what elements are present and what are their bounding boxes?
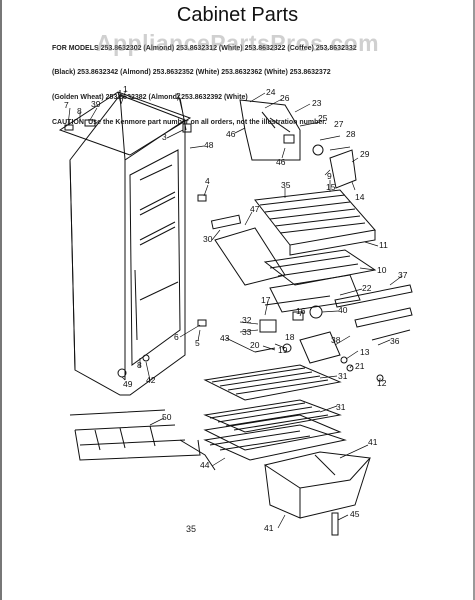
callout: 5 [195,338,200,348]
small-hardware [254,305,384,382]
callout: 41 [264,523,274,533]
callout: 22 [362,283,372,293]
callout: 47 [250,204,260,214]
callout: 21 [355,361,365,371]
callout: 6 [174,332,179,342]
shelf-glass-upper [203,364,342,401]
callout: 19 [278,345,288,355]
control-housing [239,99,357,189]
model-line: (Black) 253.8632342 (Almond) 253.8632352… [52,69,331,77]
callout: 27 [334,119,344,129]
callout: 26 [280,93,290,103]
callout: 42 [146,375,156,385]
callout: 25 [318,113,328,123]
callout: 31 [338,371,348,381]
side-rails [334,284,413,341]
callout: 33 [242,327,252,337]
shelf-assembly-upper [210,189,376,286]
callout: 46 [276,157,286,167]
callout: 32 [242,315,252,325]
callout-labels: 7 8 39 1 2 3 48 24 26 23 46 25 27 28 46 … [64,84,408,533]
callout: 2 [176,91,181,101]
page-number: 35 [186,524,197,534]
callout: 3 [162,132,167,142]
callout: 38 [331,335,341,345]
callout: 9 [327,171,332,181]
callout: 50 [162,412,172,422]
callout: 23 [312,98,322,108]
callout: 24 [266,87,276,97]
callout: 29 [360,149,370,159]
callout: 46 [226,129,236,139]
callout: 40 [338,305,348,315]
callout: 13 [360,347,370,357]
callout: 43 [220,333,230,343]
model-line: FOR MODELS 253.8632302 (Almond) 253.8632… [52,44,357,52]
top-hardware [64,91,192,133]
callout: 48 [204,140,214,150]
callout: 36 [390,336,400,346]
shelf-glass-lower [203,399,347,461]
callout: 37 [398,270,408,280]
callout: 41 [368,437,378,447]
callout: 4 [205,176,210,186]
crisper-drawers [263,451,372,519]
callout: 39 [91,99,101,109]
callout: 45 [350,509,360,519]
callout: 17 [261,295,271,305]
callout: 12 [377,378,387,388]
leveler-leg [117,194,339,536]
scan-edge-left [0,0,2,600]
callout: 11 [379,240,388,250]
cabinet-shell [58,90,192,396]
callout: 18 [285,332,295,342]
callout: 44 [200,460,210,470]
callout: 31 [336,402,346,412]
scan-edge-right [473,0,475,600]
page-title: Cabinet Parts [176,4,299,26]
callout: 20 [250,340,260,350]
callout: 8 [77,106,82,116]
watermark: AppliancePartsPros.com [95,30,380,56]
callout: 28 [346,129,356,139]
callout: 49 [123,379,133,389]
callout: 16 [296,306,306,316]
callout: 7 [64,100,69,110]
callout: 15 [326,182,336,192]
caution-line: CAUTION: Use the Kenmore part number on … [52,119,327,127]
callout: 1 [123,84,128,94]
callout: 14 [355,192,365,202]
callout: 8 [137,360,142,370]
callout: 30 [203,234,213,244]
wire-harness [69,409,216,471]
callout: 10 [377,265,387,275]
model-header: FOR MODELS 253.8632302 (Almond) 253.8632… [52,28,452,144]
callout: 35 [281,180,291,190]
leader-lines [67,89,403,529]
